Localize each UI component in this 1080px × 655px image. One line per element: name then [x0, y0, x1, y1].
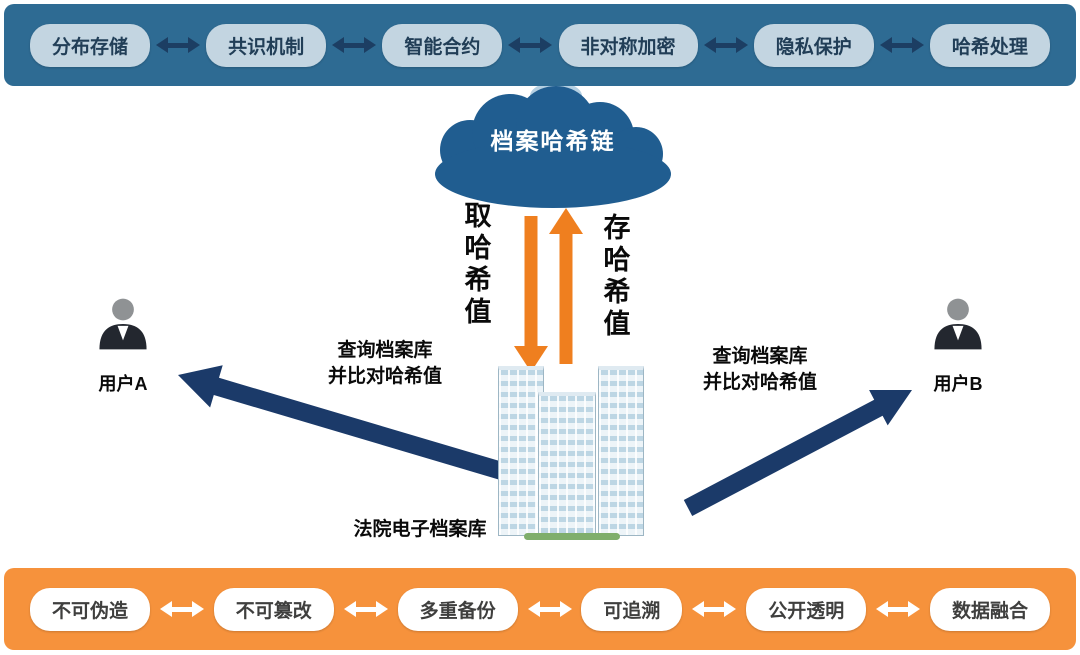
fetch-hash-arrow-icon	[514, 216, 548, 376]
cloud-label: 档案哈希链	[490, 128, 616, 154]
arrow-head	[549, 208, 583, 234]
bottom-banner: 不可伪造 不可篡改 多重备份 可追溯 公开透明 数据融合	[4, 568, 1076, 650]
top-banner-item: 智能合约	[382, 23, 503, 67]
double-arrow-icon	[355, 606, 376, 612]
left-query-label: 查询档案库 并比对哈希值	[300, 338, 470, 389]
court-archive-buildings	[496, 362, 648, 542]
double-arrow-icon	[539, 606, 560, 612]
query-label-line: 查询档案库	[337, 340, 433, 361]
double-arrow-icon	[344, 42, 365, 48]
bottom-banner-item: 多重备份	[397, 587, 518, 631]
top-banner-item: 哈希处理	[929, 23, 1050, 67]
double-arrow-icon	[704, 606, 725, 612]
user-b-icon	[929, 294, 987, 354]
query-label-line: 查询档案库	[712, 346, 808, 367]
top-banner-item: 非对称加密	[558, 23, 698, 67]
arrow-shaft	[524, 216, 538, 347]
bottom-banner-item: 不可篡改	[213, 587, 334, 631]
cloud-icon	[435, 86, 671, 208]
double-arrow-icon	[168, 42, 189, 48]
bottom-banner-item: 数据融合	[929, 587, 1050, 631]
user-b-label: 用户B	[933, 374, 983, 394]
store-hash-arrow-icon	[549, 208, 583, 368]
double-arrow-icon	[888, 606, 909, 612]
bottom-banner-item: 公开透明	[746, 587, 867, 631]
building-tower	[538, 392, 596, 536]
top-banner-item: 隐私保护	[753, 23, 874, 67]
archive-label: 法院电子档案库	[353, 519, 487, 540]
double-arrow-icon	[715, 42, 736, 48]
person-icon	[99, 298, 147, 350]
query-label-line: 并比对哈希值	[327, 365, 442, 387]
right-query-arrow-icon	[683, 390, 912, 516]
user-a-icon	[94, 294, 152, 354]
bottom-banner-item: 可追溯	[581, 587, 683, 631]
top-banner: 分布存储 共识机制 智能合约 非对称加密 隐私保护 哈希处理	[4, 4, 1076, 86]
double-arrow-icon	[891, 42, 912, 48]
shrubs-icon	[524, 533, 620, 540]
fetch-hash-label: 取哈希值	[464, 201, 492, 327]
arrow-shaft	[559, 233, 573, 364]
person-icon	[934, 298, 982, 350]
right-query-label: 查询档案库 并比对哈希值	[675, 344, 845, 395]
bottom-banner-item: 不可伪造	[30, 587, 151, 631]
double-arrow-icon	[171, 606, 192, 612]
query-label-line: 并比对哈希值	[702, 371, 817, 393]
user-a-label: 用户A	[98, 374, 148, 394]
top-banner-item: 共识机制	[206, 23, 327, 67]
double-arrow-icon	[520, 42, 541, 48]
building-tower	[598, 366, 644, 536]
top-banner-item: 分布存储	[30, 23, 151, 67]
store-hash-label: 存哈希值	[603, 213, 631, 339]
